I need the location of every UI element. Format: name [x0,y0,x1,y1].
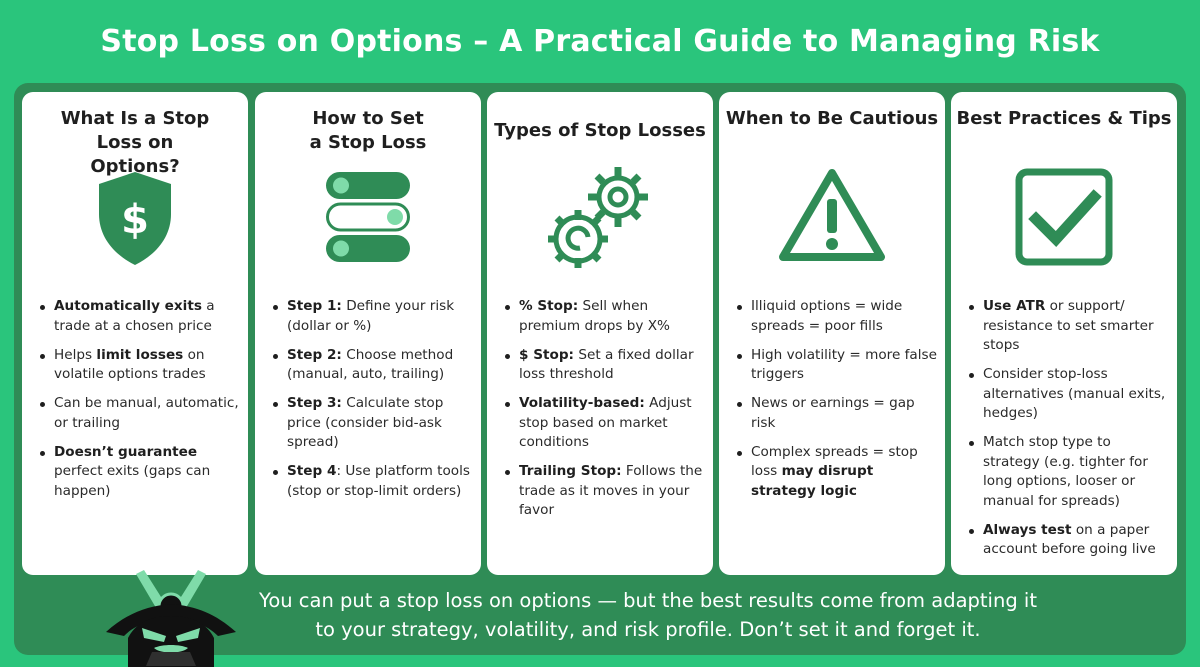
bullet-item: Trailing Stop: Follows the trade as it m… [505,462,705,521]
bullet-text: Set a fixed dollar loss threshold [519,346,694,383]
bullet-item: Illiquid options = wide spreads = poor f… [737,297,937,336]
card-how-to-set: How to Set a Stop Loss Step 1: Define yo… [255,92,481,575]
bullet-item: Can be manual, automatic, or trailing [40,394,240,433]
bullet-list: % Stop: Sell when premium drops by X% $ S… [505,297,705,530]
bullet-emphasis: Step 3: [287,395,342,411]
bullet-item: Match stop type to strategy (e.g. tighte… [969,433,1169,511]
bullet-item: Helps limit losses on volatile options t… [40,346,240,385]
bullet-list: Step 1: Define your risk (dollar or %)St… [273,297,473,511]
bullet-item: Always test on a paper account before go… [969,521,1169,560]
bullet-text: Sell when premium drops by X% [519,298,670,334]
bullet-emphasis: Step 2: [287,346,342,363]
card-title: When to Be Cautious [725,108,939,129]
footer-line-2: to your strategy, volatility, and risk p… [315,618,981,641]
bullet-text-pre: Helps [54,346,97,363]
bullet-emphasis: Trailing Stop: [519,463,622,479]
bullet-item: News or earnings = gap risk [737,394,937,433]
bullet-emphasis: Step 4 [287,463,337,479]
bullet-emphasis: Step 1: [287,298,342,314]
bullet-item: Step 2: Choose method (manual, auto, tra… [273,346,473,385]
bullet-item: Step 1: Define your risk (dollar or %) [273,297,473,336]
gears-icon [548,167,648,268]
dollar-shield-icon: $ [99,172,171,265]
bullet-emphasis: Volatility-based: [519,395,645,411]
bullet-text: Calculate stop price (consider bid-ask s… [287,395,444,450]
bullet-emphasis: Doesn’t guarantee [54,443,198,460]
warning-triangle-icon [779,169,885,261]
bullet-item: Step 3: Calculate stop price (consider b… [273,394,473,453]
bullet-item: % Stop: Sell when premium drops by X% [505,297,705,336]
bullet-emphasis: % Stop: [519,298,579,314]
bullet-list: Use ATR or support/ resistance to set sm… [969,297,1169,569]
footer-message: You can put a stop loss on options — but… [228,586,1068,644]
svg-text:$: $ [121,197,149,243]
bullet-text: Can be manual, automatic, or trailing [54,395,239,431]
page-title: Stop Loss on Options – A Practical Guide… [100,24,1100,59]
bullet-text: Match stop type to strategy (e.g. tighte… [983,434,1148,509]
toggle-switches-icon [326,172,410,262]
bullet-text: Consider stop-loss alternatives (manual … [983,366,1166,421]
bullet-item: Doesn’t guarantee perfect exits (gaps ca… [40,443,240,502]
bullet-list: Illiquid options = wide spreads = poor f… [737,297,937,511]
bullet-item: $ Stop: Set a fixed dollar loss threshol… [505,346,705,385]
bullet-item: Automatically exits a trade at a chosen … [40,297,240,336]
footer-line-1: You can put a stop loss on options — but… [259,589,1037,612]
bullet-emphasis: Use ATR [983,298,1046,314]
bullet-item: Use ATR or support/ resistance to set sm… [969,297,1169,356]
card-best-practices: Best Practices & Tips Use ATR or support… [951,92,1177,575]
card-what-is-stop-loss: What Is a Stop Loss on Options? $ Automa… [22,92,248,575]
bullet-text: perfect exits (gaps can happen) [54,463,211,499]
bullet-text: a trade at a chosen price [54,298,215,334]
bullet-text: Adjust stop based on market conditions [519,395,692,450]
card-title: What Is a Stop Loss on Options? [60,108,210,177]
bullet-emphasis: Automatically exits [54,298,202,314]
bullet-item: Consider stop-loss alternatives (manual … [969,365,1169,424]
bullet-emphasis: may disrupt strategy logic [751,463,874,499]
bullet-list: Automatically exits a trade at a chosen … [40,297,240,511]
bullet-text: Define your risk (dollar or %) [287,298,455,334]
bullet-text: on volatile options trades [54,346,206,383]
samurai-mascot-icon [106,570,236,667]
bullet-item: Step 4: Use platform tools (stop or stop… [273,462,473,501]
card-types-of-stop-losses: Types of Stop Losses % Stop: Sell when p [487,92,713,575]
bullet-text: on a paper account before going live [983,521,1156,558]
bullet-text: : Use platform tools (stop or stop-limit… [287,463,470,499]
bullet-text: News or earnings = gap risk [751,395,915,431]
bullet-text: High volatility = more false triggers [751,346,937,383]
bullet-item: High volatility = more false triggers [737,346,937,385]
bullet-item: Volatility-based: Adjust stop based on m… [505,394,705,453]
bullet-emphasis: Always test [983,521,1072,538]
card-title: How to Set a Stop Loss [309,108,427,153]
checkbox-icon [1015,168,1113,266]
bullet-item: Complex spreads = stop loss may disrupt … [737,443,937,502]
card-title: Best Practices & Tips [956,108,1172,129]
bullet-text-pre: Complex spreads = stop loss [751,443,918,480]
card-when-to-be-cautious: When to Be Cautious Illiquid options = w… [719,92,945,575]
card-title: Types of Stop Losses [494,120,706,141]
bullet-text: Choose method (manual, auto, trailing) [287,346,454,383]
bullet-emphasis: limit losses [96,346,184,363]
bullet-emphasis: $ Stop: [519,346,574,363]
bullet-text: or support/ resistance to set smarter st… [983,298,1154,353]
bullet-text: Follows the trade as it moves in your fa… [519,463,703,518]
bullet-text: Illiquid options = wide spreads = poor f… [751,298,903,334]
